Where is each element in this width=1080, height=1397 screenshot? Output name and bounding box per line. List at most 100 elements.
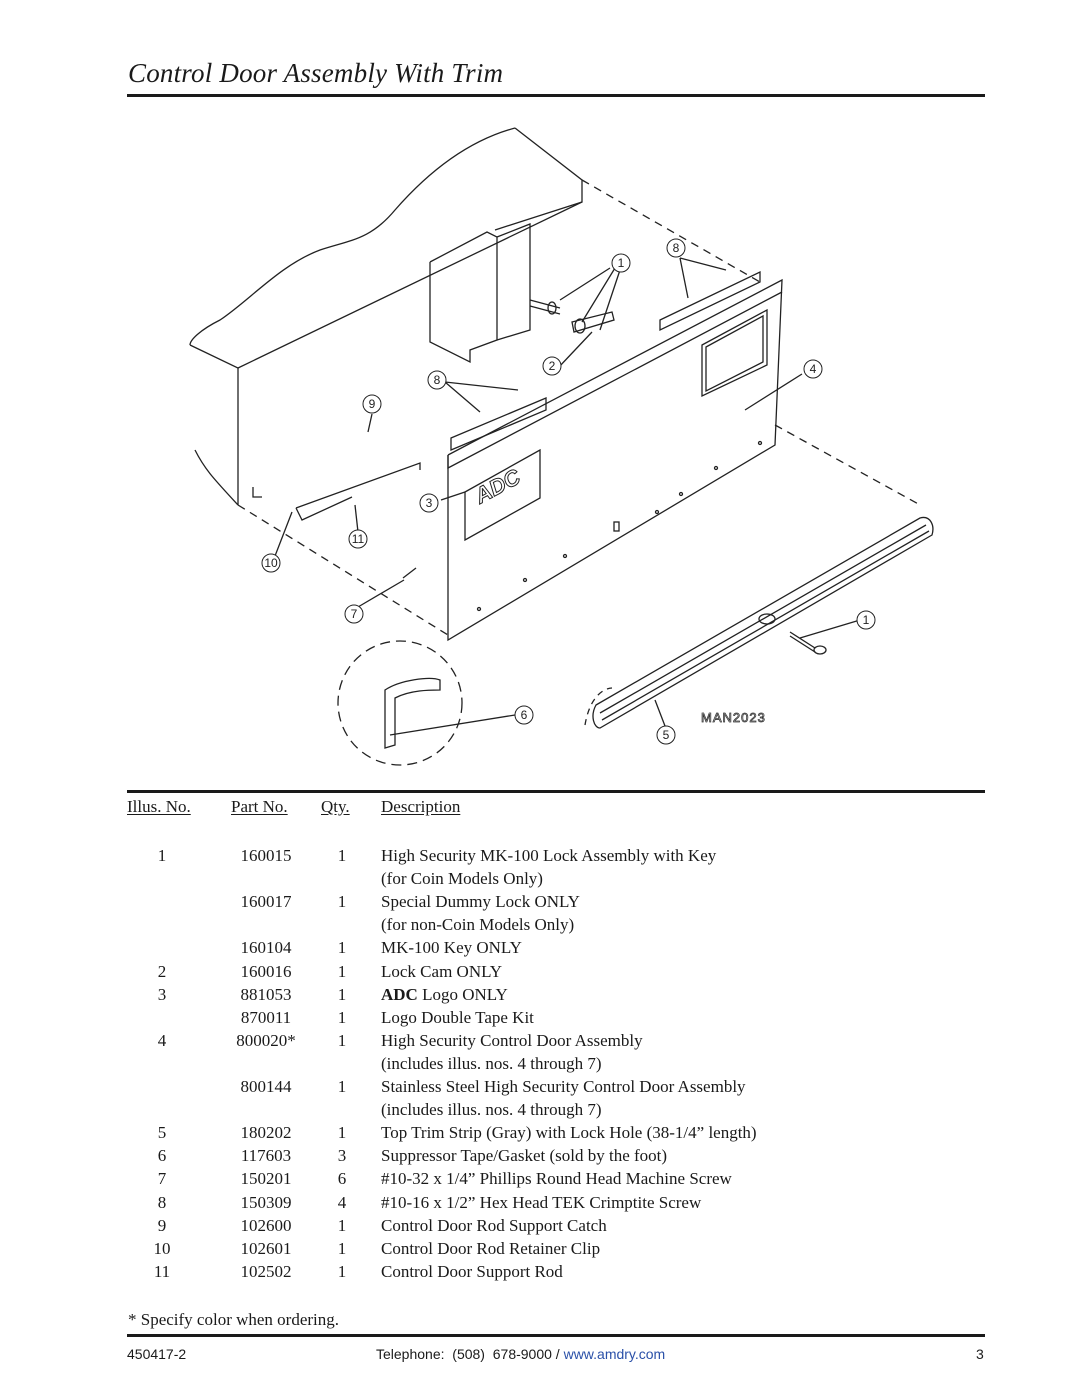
cell-desc: ADC Logo ONLY: [381, 983, 508, 1006]
cell-desc: Stainless Steel High Security Control Do…: [381, 1077, 746, 1096]
cell-illus: 1: [157, 846, 167, 865]
cell-qty: 1: [337, 892, 347, 912]
cell-illus: 4: [157, 1030, 167, 1050]
cell-part: 102600: [240, 1215, 292, 1235]
table-rule: [127, 790, 985, 793]
callout-10: 10: [261, 553, 281, 573]
cell-desc: Control Door Rod Support Catch: [381, 1215, 607, 1235]
cell-illus: 5: [157, 1123, 167, 1143]
footer-rule: [127, 1334, 985, 1337]
cell-qty: 1: [337, 1261, 347, 1281]
website-link[interactable]: www.amdry.com: [563, 1346, 666, 1362]
logo-plate: [464, 448, 541, 542]
cell-part: 160016: [240, 961, 292, 981]
table-row: 9 102600 1 Control Door Rod Support Catch: [0, 1214, 1080, 1237]
contact-line: Telephone: (508) 678-9000 / www.amdry.co…: [376, 1346, 665, 1362]
callout-8-lower: 8: [427, 370, 447, 390]
cell-part: 150201: [240, 1169, 292, 1189]
callout-7: 7: [344, 604, 364, 624]
cell-illus: 11: [153, 1261, 171, 1281]
cell-qty: 1: [337, 938, 347, 958]
hinge-upper: [659, 270, 761, 332]
cell-part: 881053: [240, 984, 292, 1004]
cell-desc: Control Door Support Rod: [381, 1261, 563, 1281]
logo-text: ADC: [470, 463, 526, 508]
cell-desc: (for non-Coin Models Only): [381, 915, 575, 935]
callout-4: 4: [803, 359, 823, 379]
cell-part: 800020*: [236, 1030, 296, 1050]
cell-desc: Special Dummy Lock ONLY: [381, 892, 580, 912]
cell-part: 870011: [240, 1007, 292, 1027]
table-row: (includes illus. nos. 4 through 7): [0, 1052, 1080, 1075]
page-title: Control Door Assembly With Trim: [128, 58, 504, 88]
gasket-detail-circle: [337, 640, 463, 766]
table-row: 4 800020* 1 High Security Control Door Asse…: [0, 1029, 1080, 1052]
header-qty: Qty.: [321, 797, 350, 816]
title-rule: [127, 94, 985, 97]
cell-illus: 7: [157, 1169, 167, 1189]
callout-1-lock: 1: [611, 253, 631, 273]
table-row: 160104 1 MK-100 Key ONLY: [0, 936, 1080, 959]
cell-qty: 6: [337, 1169, 347, 1189]
callout-2: 2: [542, 356, 562, 376]
callout-1-key: 1: [856, 610, 876, 630]
svg-text:8: 8: [673, 241, 680, 255]
cell-desc: Suppressor Tape/Gasket (sold by the foot…: [381, 1146, 668, 1166]
cell-qty: 3: [337, 1146, 347, 1166]
internal-panel: [429, 231, 498, 364]
desc-text: Logo ONLY: [417, 984, 508, 1004]
svg-text:1: 1: [863, 613, 870, 627]
cell-desc: High Security Control Door Assembly: [381, 1030, 643, 1050]
cell-qty: 1: [337, 1123, 347, 1143]
header-part: Part No.: [231, 797, 288, 816]
svg-text:8: 8: [434, 373, 441, 387]
cell-qty: 1: [337, 1030, 347, 1050]
callout-11: 11: [348, 529, 368, 549]
trim-strip: [592, 516, 934, 729]
svg-text:9: 9: [369, 397, 376, 411]
brand-text: ADC: [381, 984, 418, 1004]
cell-part: 160104: [240, 938, 292, 958]
cell-desc: (includes illus. nos. 4 through 7): [381, 1053, 602, 1073]
cell-illus: 10: [153, 1238, 171, 1258]
cabinet-back-edge: [494, 127, 583, 231]
svg-text:7: 7: [351, 607, 358, 621]
door-window: [701, 308, 768, 398]
cell-illus: 3: [157, 984, 167, 1004]
exploded-diagram: ADC 1 8 2 4 8 9 3 11 10 7 1 6 5 MAN2023: [127, 100, 985, 790]
svg-text:6: 6: [521, 708, 528, 722]
hinge-lower: [450, 397, 547, 451]
cell-illus: 9: [157, 1215, 167, 1235]
cell-desc: (for Coin Models Only): [381, 869, 543, 889]
svg-text:11: 11: [352, 532, 365, 546]
cell-desc: Top Trim Strip (Gray) with Lock Hole (38…: [381, 1123, 757, 1143]
cell-qty: 1: [337, 1077, 347, 1096]
table-row: (for Coin Models Only): [0, 867, 1080, 890]
table-row: 10 102601 1 Control Door Rod Retainer Clip: [0, 1237, 1080, 1260]
cell-desc: #10-32 x 1/4” Phillips Round Head Machin…: [381, 1169, 732, 1189]
cell-desc: Logo Double Tape Kit: [381, 1007, 534, 1027]
table-row: 7 150201 6 #10-32 x 1/4” Phillips Round Hea…: [0, 1167, 1080, 1190]
cell-qty: 1: [337, 1215, 347, 1235]
cell-qty: 4: [337, 1192, 347, 1212]
cell-part: 160015: [240, 846, 292, 865]
cabinet-break-line: [189, 127, 516, 346]
key: [789, 631, 816, 653]
cell-desc: MK-100 Key ONLY: [381, 938, 522, 958]
cell-qty: 1: [337, 846, 347, 865]
svg-text:2: 2: [549, 359, 556, 373]
drawing-number: MAN2023: [701, 710, 766, 725]
page-number: 3: [976, 1346, 984, 1362]
cell-part: 102601: [240, 1238, 292, 1258]
cell-desc: Control Door Rod Retainer Clip: [381, 1238, 601, 1258]
cell-qty: 1: [337, 1238, 347, 1258]
doc-number: 450417-2: [127, 1346, 187, 1362]
cell-illus: 2: [157, 961, 167, 981]
cell-part: 117603: [240, 1146, 292, 1166]
